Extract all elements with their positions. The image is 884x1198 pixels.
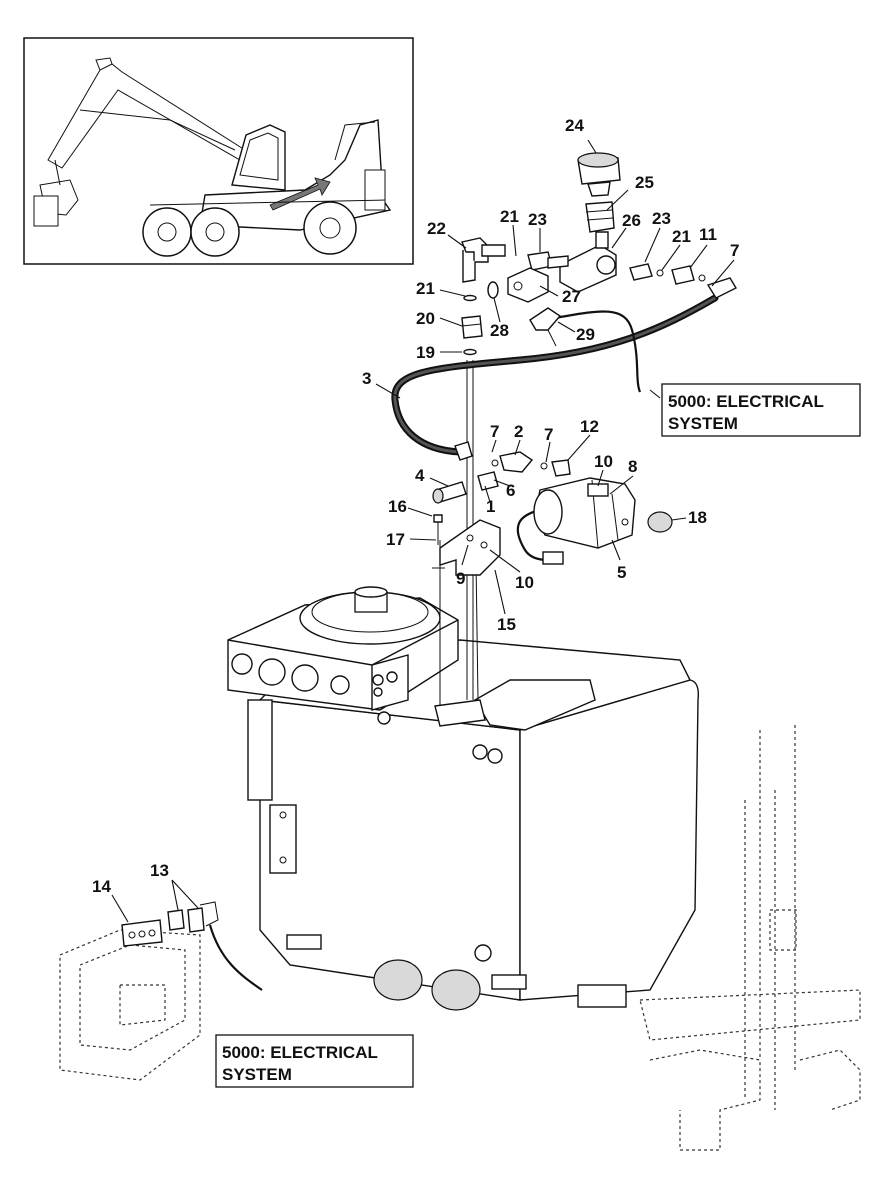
callout-7: 7 — [730, 241, 739, 260]
callout-18: 18 — [688, 508, 707, 527]
reference-bottom-line2: SYSTEM — [222, 1065, 292, 1084]
callout-13: 13 — [150, 861, 169, 880]
switch-assembly — [121, 901, 219, 947]
hose-3 — [391, 294, 719, 456]
machine-frame-outline — [639, 725, 861, 1151]
callout-19: 19 — [416, 343, 435, 362]
callout-4: 4 — [415, 466, 425, 485]
reference-top-line1: 5000: ELECTRICAL — [668, 392, 824, 411]
callout-10: 10 — [594, 452, 613, 471]
callout-28: 28 — [490, 321, 509, 340]
console-outline — [59, 929, 201, 1081]
machine-inset — [23, 37, 414, 265]
callout-9: 9 — [456, 569, 465, 588]
callout-12: 12 — [580, 417, 599, 436]
callout-29: 29 — [576, 325, 595, 344]
reference-box-bottom[interactable]: 5000: ELECTRICAL SYSTEM — [215, 1034, 414, 1088]
callout-27: 27 — [562, 287, 581, 306]
callout-3: 3 — [362, 369, 371, 388]
pump-assembly — [432, 441, 673, 576]
callout-7b: 7 — [490, 422, 499, 441]
callout-8: 8 — [628, 457, 637, 476]
callout-6: 6 — [506, 481, 515, 500]
callout-21b: 21 — [672, 227, 691, 246]
wires — [208, 310, 642, 991]
callout-17: 17 — [386, 530, 405, 549]
callout-21c: 21 — [416, 279, 435, 298]
callout-5: 5 — [617, 563, 626, 582]
callout-24: 24 — [565, 116, 584, 135]
callout-1: 1 — [486, 497, 495, 516]
callout-15: 15 — [497, 615, 516, 634]
leader-lines — [111, 139, 735, 923]
callout-20: 20 — [416, 309, 435, 328]
callout-25: 25 — [635, 173, 654, 192]
callout-11: 11 — [699, 225, 717, 244]
callout-26: 26 — [622, 211, 641, 230]
hydraulic-tank — [227, 586, 700, 1011]
reference-bottom-line1: 5000: ELECTRICAL — [222, 1043, 378, 1062]
callout-2: 2 — [514, 422, 523, 441]
reference-top-line2: SYSTEM — [668, 414, 738, 433]
callout-16: 16 — [388, 497, 407, 516]
callout-23b: 23 — [652, 209, 671, 228]
callout-21: 21 — [500, 207, 519, 226]
callout-numbers: 24 25 21 23 26 22 23 21 11 7 21 27 20 28… — [92, 116, 739, 896]
reference-box-top[interactable]: 5000: ELECTRICAL SYSTEM — [661, 383, 861, 437]
callout-10b: 10 — [515, 573, 534, 592]
callout-7c: 7 — [544, 425, 553, 444]
callout-14: 14 — [92, 877, 111, 896]
callout-22: 22 — [427, 219, 446, 238]
callout-23: 23 — [528, 210, 547, 229]
upper-fittings — [461, 152, 737, 356]
